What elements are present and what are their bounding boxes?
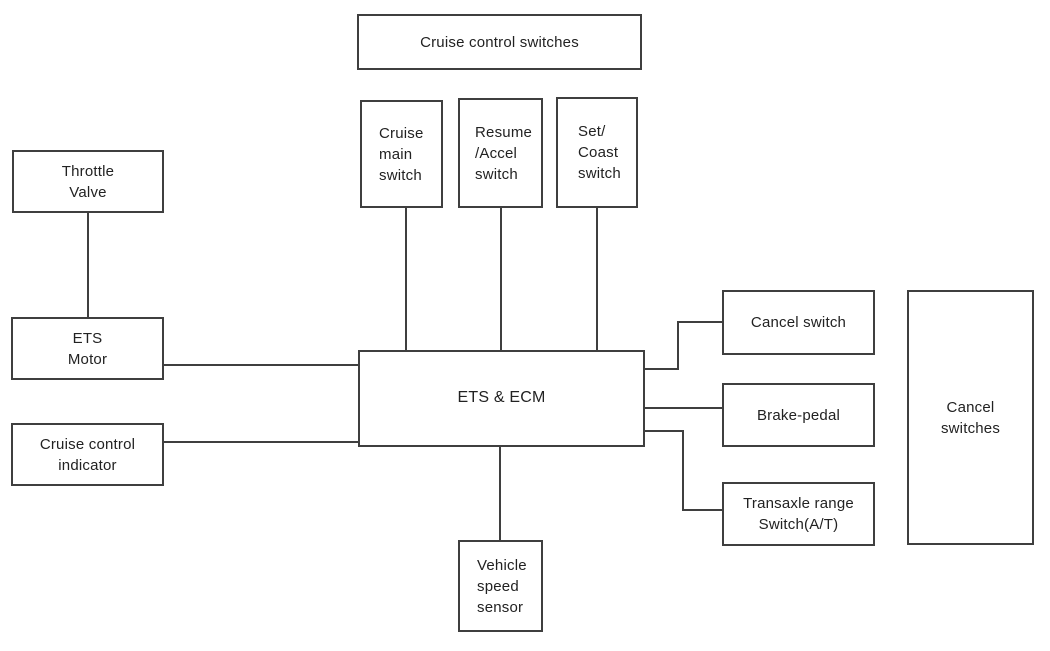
node-cruise-control-switches: Cruise control switches <box>357 14 642 70</box>
node-ets-motor: ETS Motor <box>11 317 164 380</box>
node-cruise-control-indicator: Cruise control indicator <box>11 423 164 486</box>
node-ets-ecm: ETS & ECM <box>358 350 645 447</box>
node-label: Set/ Coast switch <box>578 123 621 182</box>
node-label: Brake-pedal <box>756 406 841 424</box>
node-label: Vehicle speed sensor <box>477 556 527 616</box>
node-label: Cruise control indicator <box>39 435 136 474</box>
node-cancel-switches: Cancel switches <box>907 290 1034 545</box>
node-transaxle-range-switch: Transaxle range Switch(A/T) <box>722 482 875 546</box>
node-cruise-main-switch: Cruise main switch <box>360 100 443 208</box>
node-label: ETS & ECM <box>457 389 546 407</box>
node-cancel-switch: Cancel switch <box>722 290 875 355</box>
node-set-coast-switch: Set/ Coast switch <box>556 97 638 208</box>
node-label: Throttle Valve <box>61 162 115 201</box>
edge-ets-ecm-to-transaxle-range-switch <box>645 430 722 511</box>
node-vehicle-speed-sensor: Vehicle speed sensor <box>458 540 543 632</box>
edge-ets-ecm-to-cancel-switch <box>645 321 722 370</box>
node-label: Cancel switches <box>940 398 1001 437</box>
node-resume-accel-switch: Resume /Accel switch <box>458 98 543 208</box>
node-label: Cruise control switches <box>420 33 579 51</box>
node-label: Cruise main switch <box>379 124 424 184</box>
node-brake-pedal: Brake-pedal <box>722 383 875 447</box>
node-label: ETS Motor <box>67 329 108 368</box>
node-label: Resume /Accel switch <box>475 123 533 183</box>
node-label: Cancel switch <box>750 314 847 331</box>
node-throttle-valve: Throttle Valve <box>12 150 164 213</box>
node-label: Transaxle range Switch(A/T) <box>743 495 854 533</box>
